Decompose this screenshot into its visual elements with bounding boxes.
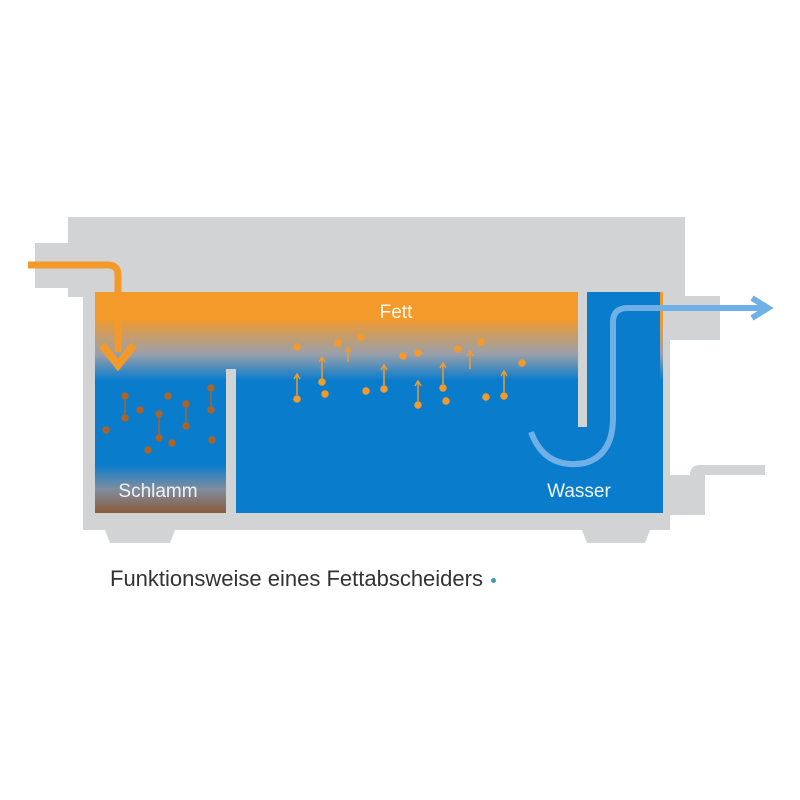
grease-particles bbox=[293, 333, 526, 409]
label-fett: Fett bbox=[380, 302, 413, 323]
outlet-chamber bbox=[587, 292, 660, 513]
label-wasser: Wasser bbox=[547, 481, 611, 502]
label-schlamm: Schlamm bbox=[118, 481, 197, 502]
sludge-particles bbox=[102, 384, 216, 454]
diagram-caption: Funktionsweise eines Fettabscheiders bbox=[110, 566, 496, 592]
outflow-arrow bbox=[528, 295, 774, 467]
outlet-wall bbox=[578, 292, 587, 427]
partition-wall bbox=[226, 369, 236, 513]
sludge-layer bbox=[95, 465, 226, 513]
inflow-arrow bbox=[28, 261, 138, 372]
bullet-dot-icon bbox=[490, 577, 496, 583]
caption-text: Funktionsweise eines Fettabscheiders bbox=[110, 566, 483, 591]
